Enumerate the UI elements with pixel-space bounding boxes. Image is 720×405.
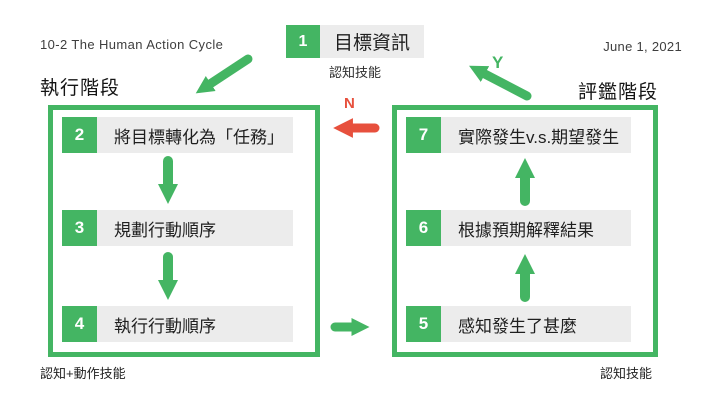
step-7-node: 7 實際發生v.s.期望發生 — [406, 117, 631, 153]
step5-to-step6-arrow-icon — [515, 254, 535, 302]
no-branch-label: N — [344, 95, 355, 112]
no-return-arrow-icon — [333, 118, 380, 138]
evaluation-phase-title: 評鑑階段 — [577, 82, 658, 103]
enter-execution-arrow-icon — [195, 54, 253, 94]
slide-date: June 1, 2021 — [603, 39, 682, 54]
step-1-number-badge: 1 — [286, 25, 320, 58]
step-7-label: 實際發生v.s.期望發生 — [441, 117, 631, 153]
step3-to-step4-arrow-icon — [158, 252, 178, 300]
step2-to-step3-arrow-icon — [158, 156, 178, 204]
step-2-number-badge: 2 — [62, 117, 97, 153]
step-1-caption: 認知技能 — [328, 65, 381, 80]
evaluation-skill-caption: 認知技能 — [599, 366, 652, 381]
slide-title: 10-2 The Human Action Cycle — [40, 37, 224, 52]
step-6-label: 根據預期解釋結果 — [441, 210, 631, 246]
step-3-label: 規劃行動順序 — [97, 210, 293, 246]
step-4-label: 執行行動順序 — [97, 306, 293, 342]
execution-skill-caption: 認知+動作技能 — [40, 366, 126, 381]
execution-phase-title: 執行階段 — [40, 78, 121, 99]
execution-phase-panel — [48, 105, 320, 357]
step-5-label: 感知發生了甚麼 — [441, 306, 631, 342]
step-3-node: 3 規劃行動順序 — [62, 210, 293, 246]
yes-return-arrow-icon — [469, 65, 532, 101]
step-4-node: 4 執行行動順序 — [62, 306, 293, 342]
step-5-node: 5 感知發生了甚麼 — [406, 306, 631, 342]
step-3-number-badge: 3 — [62, 210, 97, 246]
execution-to-evaluation-arrow-icon — [330, 318, 370, 336]
step-6-number-badge: 6 — [406, 210, 441, 246]
step-1-node: 1 目標資訊 — [286, 25, 424, 58]
step-2-label: 將目標轉化為「任務」 — [97, 117, 293, 153]
yes-branch-label: Y — [492, 53, 504, 72]
step-7-number-badge: 7 — [406, 117, 441, 153]
step-5-number-badge: 5 — [406, 306, 441, 342]
step6-to-step7-arrow-icon — [515, 158, 535, 206]
step-4-number-badge: 4 — [62, 306, 97, 342]
evaluation-phase-panel — [392, 105, 658, 357]
step-1-label: 目標資訊 — [320, 25, 424, 58]
step-2-node: 2 將目標轉化為「任務」 — [62, 117, 293, 153]
step-6-node: 6 根據預期解釋結果 — [406, 210, 631, 246]
